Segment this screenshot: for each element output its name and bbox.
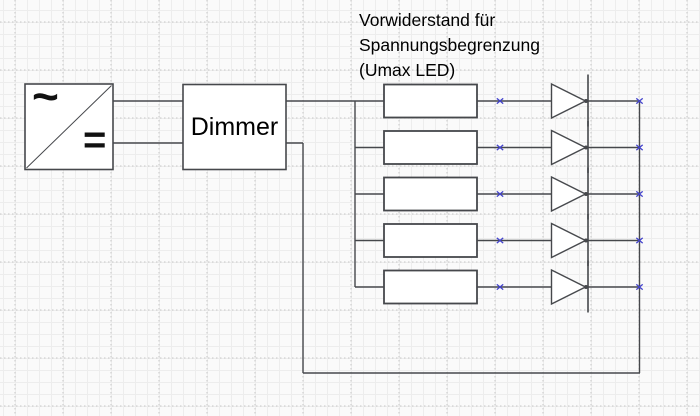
wire-endpoint-marker bbox=[635, 144, 644, 151]
annotation-line-3: (Umax LED) bbox=[359, 60, 456, 80]
marker-stroke bbox=[496, 144, 504, 151]
diode-triangle bbox=[550, 129, 588, 166]
marker-stroke bbox=[635, 144, 644, 151]
led-channel-row bbox=[355, 214, 644, 266]
junction-dot bbox=[584, 285, 588, 289]
led-diode-icon[interactable] bbox=[550, 74, 589, 127]
marker-stroke bbox=[496, 237, 504, 244]
marker-stroke bbox=[635, 190, 644, 198]
marker-stroke bbox=[635, 97, 644, 105]
wire-endpoint-marker bbox=[496, 190, 504, 198]
wire-endpoint-marker bbox=[635, 190, 644, 198]
led-diode-icon[interactable] bbox=[550, 214, 589, 266]
annotation-line-2: Spannungsbegrenzung bbox=[359, 35, 540, 55]
ac-symbol: ~ bbox=[32, 70, 59, 122]
resistor-box[interactable] bbox=[383, 269, 478, 305]
diode-triangle bbox=[550, 82, 588, 120]
led-diode-icon[interactable] bbox=[550, 260, 589, 313]
marker-stroke bbox=[635, 237, 644, 244]
annotation-line-1: Vorwiderstand für bbox=[359, 10, 496, 30]
diode-triangle bbox=[550, 175, 588, 213]
wire-endpoint-marker bbox=[496, 237, 504, 244]
wire-endpoint-marker bbox=[635, 283, 644, 291]
marker-stroke bbox=[496, 283, 504, 291]
wire-endpoint-marker bbox=[635, 237, 644, 244]
dimmer-box[interactable] bbox=[182, 83, 287, 171]
marker-stroke bbox=[496, 190, 504, 198]
led-channel-row bbox=[355, 121, 644, 173]
resistor-box[interactable] bbox=[383, 83, 478, 119]
wire-endpoint-marker bbox=[496, 97, 504, 105]
resistor-box[interactable] bbox=[383, 130, 478, 165]
marker-stroke bbox=[635, 283, 644, 291]
resistor-box[interactable] bbox=[383, 223, 478, 258]
ac-dc-divider-line bbox=[26, 85, 112, 169]
annotation-text[interactable]: Vorwiderstand für Spannungsbegrenzung (U… bbox=[359, 8, 540, 83]
junction-dot bbox=[584, 238, 588, 243]
led-channel-row bbox=[355, 260, 644, 313]
junction-dot bbox=[584, 145, 588, 150]
junction-dot bbox=[584, 99, 588, 103]
dimmer-label: Dimmer bbox=[190, 112, 279, 141]
diode-triangle bbox=[550, 268, 588, 306]
led-channel-row bbox=[355, 167, 644, 220]
junction-dot bbox=[584, 192, 588, 196]
led-channel-row bbox=[383, 74, 644, 127]
wire-endpoint-marker bbox=[496, 144, 504, 151]
marker-stroke bbox=[496, 97, 504, 105]
resistor-box[interactable] bbox=[383, 176, 478, 212]
led-diode-icon[interactable] bbox=[550, 121, 589, 173]
led-diode-icon[interactable] bbox=[550, 167, 589, 220]
dc-symbol: = bbox=[83, 118, 107, 162]
wire-endpoint-marker bbox=[635, 97, 644, 105]
diode-triangle bbox=[550, 222, 588, 259]
wire-endpoint-marker bbox=[496, 283, 504, 291]
